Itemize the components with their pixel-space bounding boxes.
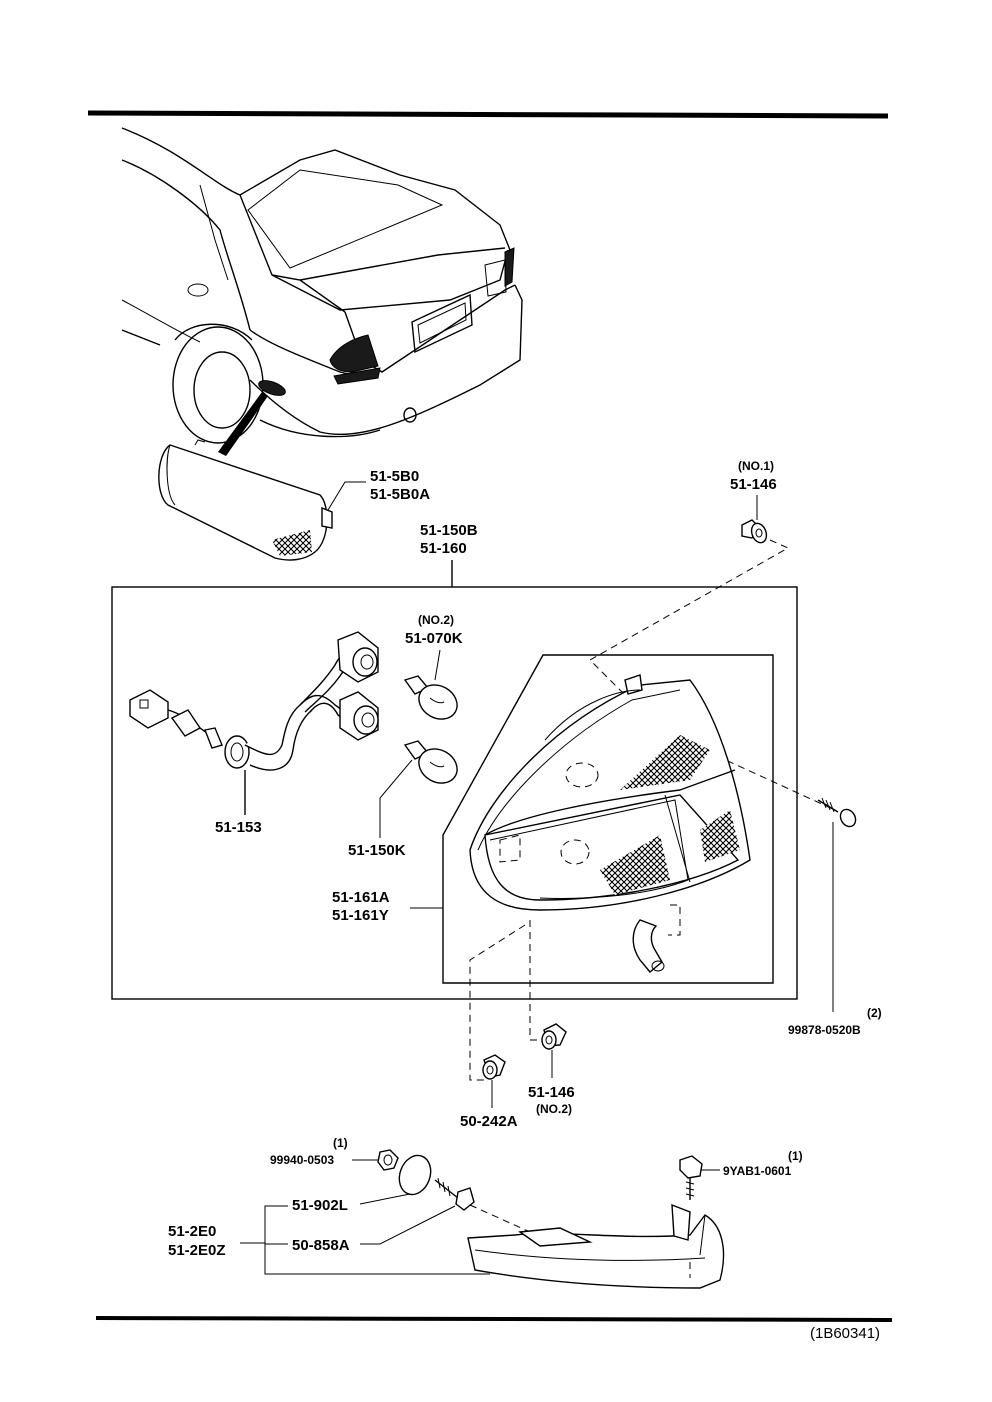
bottom-rule: [95, 1316, 893, 1322]
side-marker-lamp-icon: [158, 439, 333, 561]
bolt-icon: [679, 1155, 703, 1200]
leader-bulb: [379, 759, 413, 838]
washer-icon: [398, 1154, 432, 1196]
leader-side-marker: [327, 481, 366, 511]
bulb-icon: [403, 740, 458, 784]
sedan-rear-icon: [121, 127, 523, 444]
label-nut-part: 99940-0503: [270, 1153, 334, 1167]
label-washer: 51-902L: [292, 1197, 348, 1214]
label-screw: 99878-0520B: [788, 1023, 861, 1037]
label-screw-qty: (2): [867, 1006, 882, 1020]
label-lens-1: 51-161A: [332, 889, 390, 906]
diagram-reference: (1B60341): [810, 1325, 880, 1342]
nut-icon: [482, 1054, 506, 1080]
label-grommet-no1-note: (NO.1): [738, 459, 774, 473]
leader-washer: [359, 1193, 411, 1205]
rear-combination-lamp-icon: [469, 674, 751, 973]
label-socket-wiring: 51-153: [215, 819, 262, 836]
bulb-icon: [403, 675, 458, 720]
label-bulb-no2-note: (NO.2): [418, 613, 454, 627]
nut-icon: [377, 1149, 399, 1171]
label-grommet-no2: 51-146: [528, 1084, 575, 1101]
label-side-marker-2: 51-5B0A: [370, 486, 430, 503]
label-lens-2: 51-161Y: [332, 907, 389, 924]
label-nut-qty: (1): [333, 1136, 348, 1150]
screw-icon: [817, 797, 857, 828]
label-grommet-no2-note: (NO.2): [536, 1102, 572, 1116]
leader-clip: [360, 1205, 456, 1245]
label-side-marker-1: 51-5B0: [370, 468, 419, 485]
rear-trim-panel-icon: [467, 1203, 725, 1289]
socket-wiring-icon: [129, 631, 379, 771]
label-bolt-qty: (1): [788, 1149, 803, 1163]
guide-socket: [668, 904, 681, 936]
label-lamp-assy-2: 51-160: [420, 540, 467, 557]
label-clip: 50-858A: [292, 1237, 350, 1254]
guide-nut: [469, 924, 526, 1081]
label-bulb: 51-150K: [348, 842, 406, 859]
label-grommet-no1: 51-146: [730, 476, 777, 493]
marker-location-pointer: [218, 392, 268, 456]
label-nut: 50-242A: [460, 1113, 518, 1130]
label-bulb-no2: 51-070K: [405, 630, 463, 647]
label-lamp-assy-1: 51-150B: [420, 522, 478, 539]
guide-grommet-no2: [529, 920, 545, 1041]
guide-trim: [469, 1204, 531, 1233]
screw-icon: [434, 1177, 475, 1211]
grommet-icon: [541, 1023, 567, 1050]
trim-bracket: [264, 1205, 490, 1275]
leader-bulb-no2: [434, 649, 441, 681]
label-trim-2: 51-2E0Z: [168, 1242, 226, 1259]
label-trim-1: 51-2E0: [168, 1223, 216, 1240]
label-bolt-part: 9YAB1-0601: [723, 1164, 792, 1178]
lens-frame: [442, 654, 774, 984]
grommet-icon: [741, 519, 768, 544]
top-rule: [87, 110, 889, 119]
